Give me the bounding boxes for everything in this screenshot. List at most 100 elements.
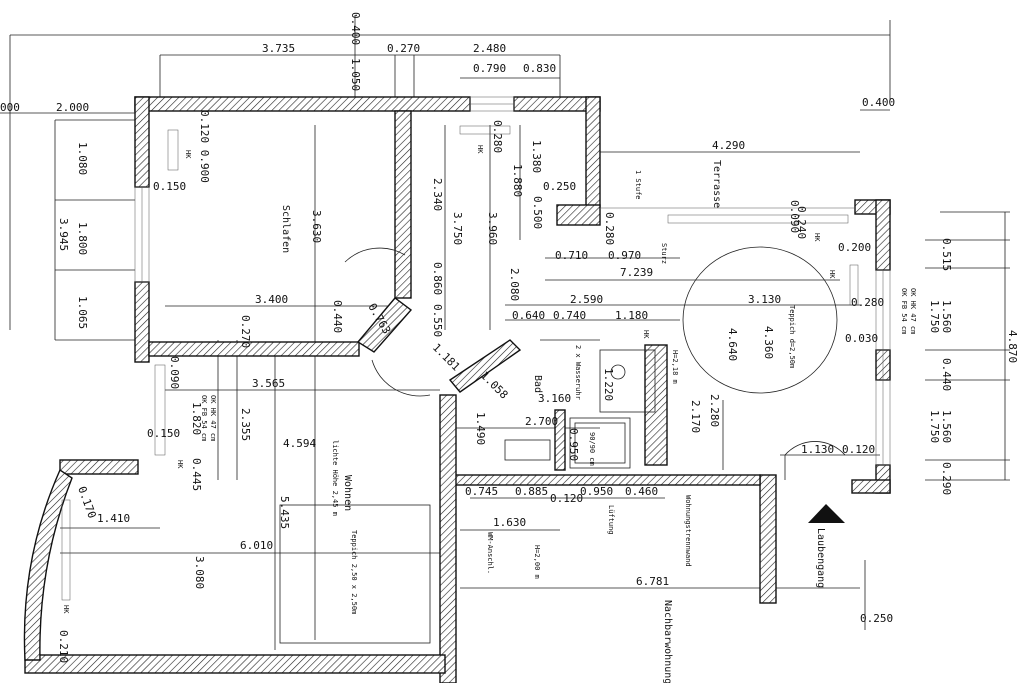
dimension-lines	[0, 15, 1010, 650]
dim-0090-b: 0.090	[168, 356, 181, 389]
entrance-arrow-icon	[808, 504, 845, 523]
dim-0150-a: 0.150	[153, 180, 186, 193]
dim-1380: 1.380	[530, 140, 543, 173]
dim-0270-mid: 0.270	[239, 315, 252, 348]
note-h218: H=2,18 m	[671, 350, 679, 384]
dim-0710: 0.710	[555, 249, 588, 262]
dim-0240: 0.240	[795, 206, 808, 239]
room-nachbarwohnung: Nachbarwohnung	[662, 600, 673, 683]
carpet-round	[682, 246, 838, 394]
note-wm-anschl: WM-Anschl.	[486, 532, 494, 574]
dim-0270-top: 0.270	[387, 42, 420, 55]
room-laubengang: Laubengang	[815, 528, 826, 588]
dim-4360: 4.360	[762, 326, 775, 359]
dim-1490: 1.490	[474, 412, 487, 445]
dim-0515: 0.515	[940, 238, 953, 271]
dim-2355: 2.355	[239, 408, 252, 441]
dim-0745: 0.745	[465, 485, 498, 498]
dim-1630: 1.630	[493, 516, 526, 529]
dim-1180: 1.180	[615, 309, 648, 322]
dim-0290: 0.290	[940, 462, 953, 495]
dim-0460: 0.460	[625, 485, 658, 498]
dim-0440-r: 0.440	[940, 358, 953, 391]
dim-1750-b: 1.750	[928, 410, 941, 443]
note-ok-left-2: OK HK 47 cm	[209, 395, 217, 441]
dim-0280-stufe: 0.280	[603, 212, 616, 245]
dim-0200: 0.200	[838, 241, 871, 254]
dim-0400-right: 0.400	[862, 96, 895, 109]
dim-0090-a: 0.090	[788, 200, 801, 233]
note-hk-2: HK	[476, 145, 484, 154]
dim-0950-b: 0.950	[580, 485, 613, 498]
note-lueftung: Lüftung	[607, 505, 615, 535]
dim-1410: 1.410	[97, 512, 130, 525]
dim-0170: 0.170	[75, 485, 99, 521]
radiators	[61, 125, 859, 601]
dim-0445: 0.445	[190, 458, 203, 491]
dim-7239: 7.239	[620, 266, 653, 279]
dim-0950: 0.950	[567, 428, 580, 461]
dim-1050: 1.050	[349, 58, 362, 91]
note-h200: H=2,00 m	[533, 545, 541, 579]
note-wasseruhr: 2 x Wasseruhr	[574, 345, 582, 400]
note-ok-left-1: OK FB 54 cm	[200, 395, 208, 441]
dim-3400: 3.400	[255, 293, 288, 306]
dim-0280-b: 0.280	[851, 296, 884, 309]
dim-0885: 0.885	[515, 485, 548, 498]
dim-1220: 1.220	[602, 368, 615, 401]
dim-0860: 0.860	[431, 262, 444, 295]
dim-6010: 6.010	[240, 539, 273, 552]
dim-1560-b: 1.560	[940, 410, 953, 443]
dim-0830: 0.830	[523, 62, 556, 75]
note-sturz: Sturz	[660, 243, 668, 264]
dim-3160: 3.160	[538, 392, 571, 405]
dim-0250-b: 0.250	[860, 612, 893, 625]
note-hk-1: HK	[184, 150, 192, 159]
room-bad: Bad	[532, 375, 543, 393]
dim-2480: 2.480	[473, 42, 506, 55]
dim-2340: 2.340	[431, 178, 444, 211]
dim-1820: 1.820	[190, 402, 203, 435]
note-hk-4: HK	[828, 270, 836, 279]
dim-1080: 1.080	[76, 142, 89, 175]
dim-0790: 0.790	[473, 62, 506, 75]
note-dusche: 90/90 cm	[588, 432, 596, 466]
room-wohnungstrennwand: Wohnungstrennwand	[684, 495, 692, 567]
dim-3735: 3.735	[262, 42, 295, 55]
note-ok-right-2: OK HK 47 cm	[909, 288, 917, 334]
note-stufe: 1 Stufe	[634, 170, 642, 200]
dim-2590: 2.590	[570, 293, 603, 306]
note-teppich-wohnen: Teppich 2,50 x 2,50m	[350, 530, 358, 614]
dim-1065: 1.065	[76, 296, 89, 329]
dim-1130: 1.130	[801, 443, 834, 456]
dim-1750-a: 1.750	[928, 300, 941, 333]
dim-0970: 0.970	[608, 249, 641, 262]
dim-0440: 0.440	[331, 300, 344, 333]
dim-0740: 0.740	[553, 309, 586, 322]
dim-3130: 3.130	[748, 293, 781, 306]
dim-3630: 3.630	[310, 210, 323, 243]
note-ok-right-1: OK FB 54 cm	[900, 288, 908, 334]
room-wohnen-height: lichte Höhe 2,45 m	[331, 440, 339, 516]
dim-0150-b: 0.150	[147, 427, 180, 440]
bathroom-fixtures	[504, 349, 656, 469]
note-teppich-terrasse: Teppich d=2,50m	[788, 305, 796, 368]
room-schlafen: Schlafen	[280, 205, 291, 253]
dim-000-left: 000	[0, 101, 20, 114]
dim-0250: 0.250	[543, 180, 576, 193]
dim-0550: 0.550	[431, 304, 444, 337]
dim-0280-a: 0.280	[491, 120, 504, 153]
dim-1181: 1.181	[430, 341, 463, 374]
dim-2700: 2.700	[525, 415, 558, 428]
dim-2170: 2.170	[689, 400, 702, 433]
dim-0030: 0.030	[845, 332, 878, 345]
dim-4594: 4.594	[283, 437, 316, 450]
note-hk-3: HK	[813, 233, 821, 242]
dim-5435: 5.435	[278, 496, 291, 529]
dim-2080: 2.080	[508, 268, 521, 301]
dim-0400-top: 0.400	[349, 12, 362, 45]
dim-3565: 3.565	[252, 377, 285, 390]
dim-2280: 2.280	[708, 394, 721, 427]
